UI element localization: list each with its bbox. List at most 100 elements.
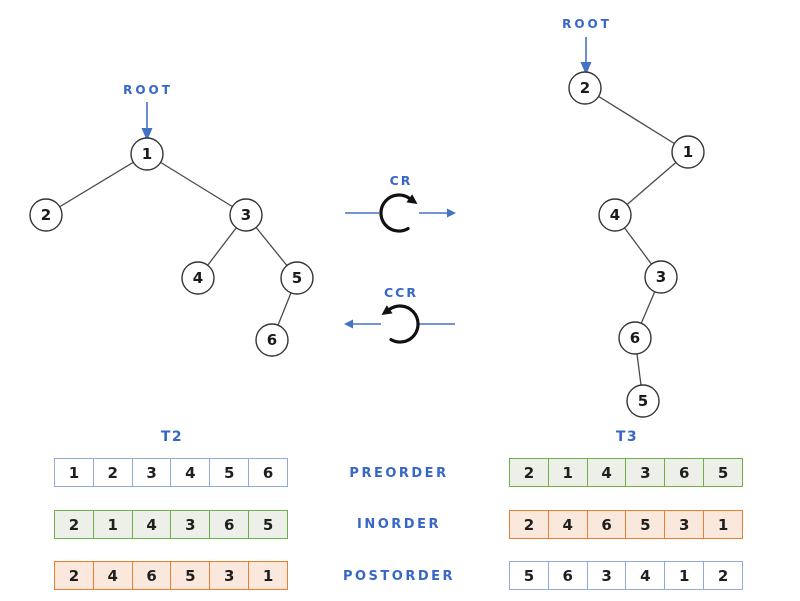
traversal-cell: 2 xyxy=(510,511,549,538)
tree-node-circle xyxy=(626,384,660,418)
ccr-arrow-head xyxy=(344,319,353,329)
counterclockwise-rotation-icon-arrowhead xyxy=(381,305,393,315)
traversal-cell: 3 xyxy=(171,511,211,538)
left-root-label: ROOT xyxy=(123,83,173,97)
tree-node: 1 xyxy=(130,137,164,171)
traversal-cell: 6 xyxy=(588,511,627,538)
traversal-cell: 4 xyxy=(549,511,588,538)
traversal-cell: 2 xyxy=(55,562,94,589)
tree-node-value: 2 xyxy=(580,79,590,97)
traversal-cell: 4 xyxy=(626,562,666,589)
ccr-label: CCR xyxy=(384,285,418,300)
tree-node-value: 6 xyxy=(630,329,640,347)
traversal-cell: 3 xyxy=(133,459,172,486)
tree-node: 2 xyxy=(568,71,602,105)
tree-node-circle xyxy=(255,323,289,357)
traversal-cell: 6 xyxy=(210,511,250,538)
left-tree: 1 2 3 4 5 6 xyxy=(29,102,314,357)
traversal-cell: 1 xyxy=(55,459,94,486)
traversal-cell: 2 xyxy=(717,566,729,585)
traversal-cell: 5 xyxy=(262,515,274,534)
traversal-cell: 4 xyxy=(133,511,172,538)
traversal-cell: 4 xyxy=(588,459,627,486)
t2-preorder-row: 1 2 3 4 5 6 xyxy=(54,458,288,487)
tree-node-value: 5 xyxy=(292,269,302,287)
tree-node: 5 xyxy=(626,384,660,418)
traversal-cell: 3 xyxy=(665,511,705,538)
right-tree: 2 1 4 3 6 5 xyxy=(568,37,705,418)
tree-node-value: 3 xyxy=(656,268,666,286)
tree-edge xyxy=(584,87,689,153)
tree-node: 2 xyxy=(29,198,63,232)
counterclockwise-rotation-icon xyxy=(388,304,420,344)
traversal-cell: 4 xyxy=(94,562,133,589)
traversal-cell: 5 xyxy=(171,562,211,589)
postorder-label: POSTORDER xyxy=(342,569,456,584)
tree-node: 4 xyxy=(181,261,215,295)
clockwise-rotation-icon xyxy=(379,193,411,233)
tree-node-value: 3 xyxy=(241,206,251,224)
t2-inorder-row: 2 1 4 3 6 5 xyxy=(54,510,288,539)
traversal-cell: 1 xyxy=(262,566,274,585)
t2-label: T2 xyxy=(160,429,184,445)
t3-preorder-row: 2 1 4 3 6 5 xyxy=(509,458,743,487)
tree-node: 4 xyxy=(598,198,632,232)
t3-postorder-row: 5 6 3 4 1 2 xyxy=(509,561,743,590)
traversal-cell: 1 xyxy=(665,562,705,589)
tree-node-value: 4 xyxy=(610,206,620,224)
clockwise-rotation-icon-arrowhead xyxy=(406,194,418,204)
traversal-cell: 1 xyxy=(94,511,133,538)
traversal-cell: 2 xyxy=(94,459,133,486)
traversal-cell: 1 xyxy=(717,515,729,534)
t3-label: T3 xyxy=(615,429,639,445)
tree-node-circle xyxy=(644,260,678,294)
traversal-cell: 3 xyxy=(210,562,250,589)
cr-label: CR xyxy=(389,173,413,188)
tree-edge xyxy=(146,153,247,216)
traversal-cell: 5 xyxy=(210,459,250,486)
root-arrow-head xyxy=(580,62,592,75)
tree-node-value: 1 xyxy=(683,143,693,161)
cr-arrow-head xyxy=(447,208,456,218)
tree-node-value: 1 xyxy=(142,145,152,163)
right-root-label: ROOT xyxy=(562,17,612,31)
tree-edge xyxy=(45,153,148,216)
traversal-cell: 6 xyxy=(262,463,274,482)
tree-node-value: 5 xyxy=(638,392,648,410)
traversal-cell: 5 xyxy=(510,562,549,589)
traversal-cell: 6 xyxy=(133,562,172,589)
inorder-label: INORDER xyxy=(357,517,441,532)
tree-node-circle xyxy=(229,198,263,232)
traversal-cell: 5 xyxy=(626,511,666,538)
t3-inorder-row: 2 4 6 5 3 1 xyxy=(509,510,743,539)
tree-node-circle xyxy=(618,321,652,355)
tree-node-value: 6 xyxy=(267,331,277,349)
traversal-cell: 3 xyxy=(626,459,666,486)
tree-node: 3 xyxy=(644,260,678,294)
tree-node-circle xyxy=(29,198,63,232)
tree-node: 3 xyxy=(229,198,263,232)
tree-node: 6 xyxy=(618,321,652,355)
tree-node-circle xyxy=(568,71,602,105)
tree-node-circle xyxy=(280,261,314,295)
preorder-label: PREORDER xyxy=(349,466,449,481)
tree-node-circle xyxy=(181,261,215,295)
cr-rotation xyxy=(345,193,456,233)
traversal-cell: 5 xyxy=(717,463,729,482)
tree-node-value: 4 xyxy=(193,269,203,287)
tree-node: 5 xyxy=(280,261,314,295)
traversal-cell: 4 xyxy=(171,459,211,486)
tree-node-value: 2 xyxy=(41,206,51,224)
tree-node: 6 xyxy=(255,323,289,357)
traversal-cell: 6 xyxy=(665,459,705,486)
traversal-cell: 2 xyxy=(55,511,94,538)
ccr-rotation xyxy=(344,304,455,344)
traversal-cell: 6 xyxy=(549,562,588,589)
tree-node-circle xyxy=(671,135,705,169)
traversal-cell: 2 xyxy=(510,459,549,486)
tree-node-circle xyxy=(598,198,632,232)
traversal-cell: 3 xyxy=(588,562,627,589)
root-arrow-head xyxy=(141,128,153,141)
